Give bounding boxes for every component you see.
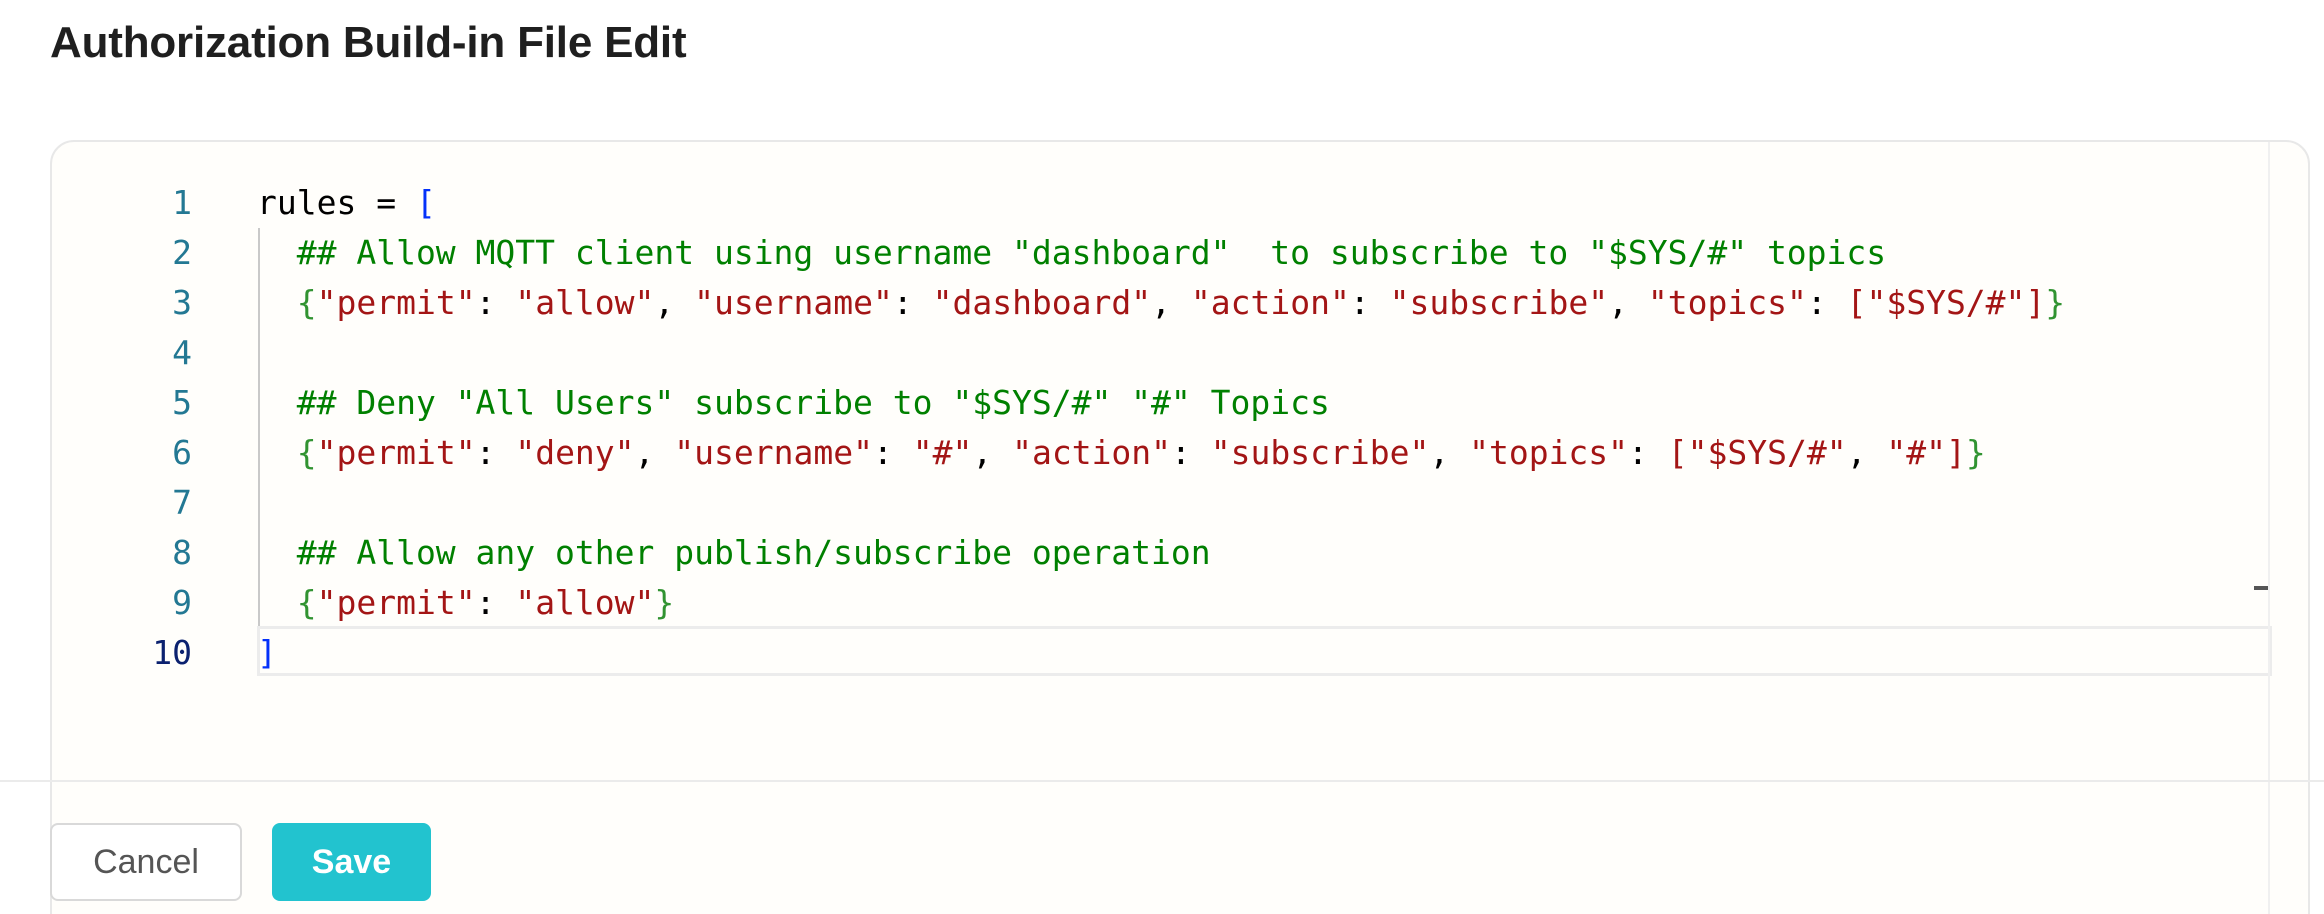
code-token: : bbox=[475, 433, 516, 472]
line-number: 1 bbox=[172, 183, 192, 222]
line-number: 4 bbox=[172, 333, 192, 372]
line-number: 6 bbox=[172, 433, 192, 472]
code-token: ] bbox=[1945, 433, 1966, 472]
code-token: } bbox=[1965, 433, 1986, 472]
code-token: "action" bbox=[1190, 283, 1350, 322]
cancel-button[interactable]: Cancel bbox=[50, 823, 242, 901]
current-line-highlight bbox=[257, 626, 2272, 676]
cursor-position-marker bbox=[2254, 586, 2268, 590]
code-token: "subscribe" bbox=[1210, 433, 1430, 472]
line-number: 9 bbox=[172, 583, 192, 622]
line-text: {"permit": "allow"} bbox=[257, 578, 675, 628]
code-token: ## Allow any other publish/subscribe ope… bbox=[257, 533, 1211, 572]
code-token: { bbox=[296, 583, 317, 622]
indent-guide bbox=[258, 228, 260, 628]
code-token: "allow" bbox=[515, 283, 655, 322]
code-token: ] bbox=[2025, 283, 2046, 322]
line-text: ## Allow any other publish/subscribe ope… bbox=[257, 528, 1211, 578]
page-title: Authorization Build-in File Edit bbox=[50, 18, 687, 67]
editor-scrollbar[interactable] bbox=[2268, 142, 2270, 914]
code-token: "permit" bbox=[316, 583, 476, 622]
code-token: "permit" bbox=[316, 433, 476, 472]
line-text: {"permit": "allow", "username": "dashboa… bbox=[257, 278, 2065, 328]
code-token: : bbox=[475, 583, 516, 622]
code-token: "allow" bbox=[515, 583, 655, 622]
line-number: 7 bbox=[172, 483, 192, 522]
code-token: "subscribe" bbox=[1389, 283, 1609, 322]
line-text: rules = [ bbox=[257, 178, 436, 228]
code-token: : bbox=[1806, 283, 1847, 322]
line-number: 5 bbox=[172, 383, 192, 422]
code-token: ## Allow MQTT client using username "das… bbox=[257, 233, 1887, 272]
line-text: ] bbox=[257, 628, 277, 678]
code-token: ## Deny "All Users" subscribe to "$SYS/#… bbox=[257, 383, 1330, 422]
code-token: ] bbox=[257, 633, 277, 672]
code-token: , bbox=[634, 433, 675, 472]
line-text: ## Allow MQTT client using username "das… bbox=[257, 228, 1886, 278]
code-token: "deny" bbox=[515, 433, 635, 472]
code-token: : bbox=[475, 283, 516, 322]
code-token: , bbox=[972, 433, 1013, 472]
code-token: "$SYS/#" bbox=[1866, 283, 2026, 322]
code-token: : bbox=[872, 433, 913, 472]
code-token: "action" bbox=[1012, 433, 1172, 472]
code-token bbox=[257, 283, 297, 322]
code-token: , bbox=[1429, 433, 1470, 472]
line-number: 3 bbox=[172, 283, 192, 322]
code-token: "topics" bbox=[1469, 433, 1629, 472]
code-token: , bbox=[654, 283, 695, 322]
code-token: "#" bbox=[912, 433, 973, 472]
code-token: : bbox=[1628, 433, 1668, 472]
code-token: [ bbox=[415, 183, 436, 222]
line-number: 8 bbox=[172, 533, 192, 572]
code-token bbox=[257, 583, 297, 622]
code-token: "$SYS/#" bbox=[1687, 433, 1847, 472]
code-token: , bbox=[1608, 283, 1648, 322]
code-token: [ bbox=[1667, 433, 1688, 472]
code-token: , bbox=[1846, 433, 1887, 472]
line-text: {"permit": "deny", "username": "#", "act… bbox=[257, 428, 1986, 478]
code-token: } bbox=[2045, 283, 2066, 322]
code-token: "dashboard" bbox=[932, 283, 1152, 322]
line-number: 10 bbox=[152, 633, 192, 672]
code-token: [ bbox=[1846, 283, 1867, 322]
code-token: { bbox=[296, 433, 317, 472]
code-token: , bbox=[1151, 283, 1191, 322]
code-token: "username" bbox=[674, 433, 873, 472]
code-token bbox=[257, 433, 297, 472]
code-token: : bbox=[1171, 433, 1211, 472]
code-token: rules = bbox=[257, 183, 416, 222]
code-token: : bbox=[1349, 283, 1390, 322]
code-token: "#" bbox=[1886, 433, 1946, 472]
line-number: 2 bbox=[172, 233, 192, 272]
code-token: } bbox=[654, 583, 675, 622]
code-token: "permit" bbox=[316, 283, 476, 322]
code-token: { bbox=[296, 283, 317, 322]
save-button[interactable]: Save bbox=[272, 823, 431, 901]
footer-divider bbox=[0, 780, 2324, 782]
code-token: "topics" bbox=[1647, 283, 1807, 322]
line-text: ## Deny "All Users" subscribe to "$SYS/#… bbox=[257, 378, 1330, 428]
code-token: : bbox=[892, 283, 933, 322]
code-token: "username" bbox=[694, 283, 893, 322]
